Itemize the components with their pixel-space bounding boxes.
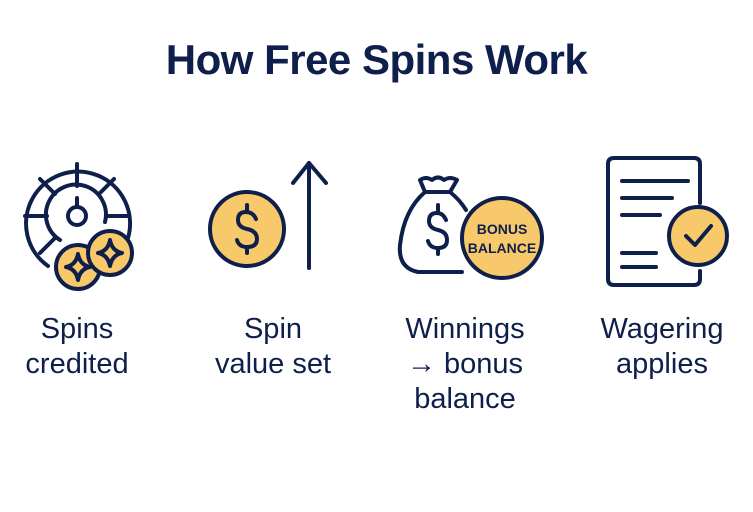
label-line: Wagering <box>600 313 724 345</box>
label-line: balance <box>414 383 516 415</box>
label-line: credited <box>25 348 129 380</box>
label-line: → bonus <box>406 348 524 380</box>
label-line: Spin <box>243 313 303 345</box>
money-bag-bonus-coin-icon: BONUS BALANCE <box>397 175 544 280</box>
label-line: applies <box>616 348 708 380</box>
step-label-winnings-bonus-balance: Winnings → bonus balance <box>370 312 560 417</box>
dollar-coin-up-arrow-icon <box>208 161 328 270</box>
label-line: Spins <box>40 313 114 345</box>
roulette-wheel-with-coins-icon <box>23 162 134 291</box>
step-label-wagering-applies: Wagering applies <box>567 312 753 382</box>
label-line: Winnings <box>405 313 525 345</box>
document-check-icon <box>606 156 729 287</box>
step-label-spins-credited: Spins credited <box>0 312 172 382</box>
page-title: How Free Spins Work <box>165 36 588 83</box>
label-line: value set <box>214 348 332 380</box>
bonus-coin-text-1: BONUS <box>477 221 528 237</box>
step-label-spin-value-set: Spin value set <box>178 312 368 382</box>
bonus-coin-text-2: BALANCE <box>468 240 536 256</box>
